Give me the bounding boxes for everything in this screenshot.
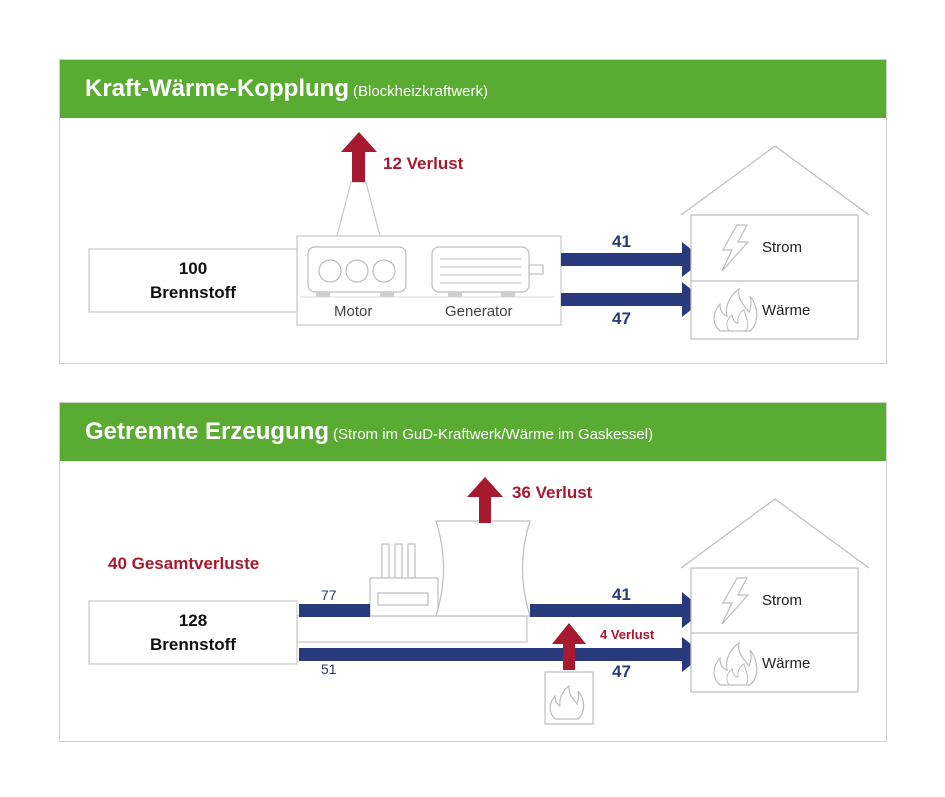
generator-label: Generator — [445, 303, 513, 320]
panel-separate: Getrennte Erzeugung(Strom im GuD-Kraftwe… — [59, 402, 887, 742]
sep-fuel-text: Brennstoff — [150, 635, 236, 654]
flame-icon — [713, 287, 758, 332]
kwk-strom-value: 41 — [612, 232, 631, 251]
sep-fuel-box — [88, 600, 298, 665]
panel-separate-title: Getrennte Erzeugung(Strom im GuD-Kraftwe… — [85, 403, 653, 461]
sep-input-waerme-value: 51 — [321, 661, 337, 677]
sep-input-strom-arrow — [299, 604, 370, 617]
panel-kwk-title-main: Kraft-Wärme-Kopplung — [85, 75, 349, 102]
kwk-fuel-value: 100 — [178, 259, 208, 278]
sep-plant-loss-arrow — [467, 477, 503, 523]
panel-separate-header: Getrennte Erzeugung(Strom im GuD-Kraftwe… — [60, 403, 886, 461]
sep-house — [680, 498, 870, 693]
factory-icon — [369, 543, 439, 617]
sep-input-strom-value: 77 — [321, 587, 337, 603]
sep-flame-icon — [713, 641, 758, 686]
sep-total-loss-label: 40 Gesamtverluste — [108, 554, 260, 573]
sep-waerme-value: 47 — [612, 662, 631, 681]
sep-strom-label: Strom — [762, 592, 803, 609]
separate-diagram — [88, 477, 870, 725]
kwk-diagram — [88, 132, 870, 340]
kwk-exhaust-cone — [336, 181, 381, 237]
sep-waerme-label: Wärme — [762, 655, 811, 672]
sep-strom-value: 41 — [612, 585, 631, 604]
panel-kwk-title-sub: (Blockheizkraftwerk) — [352, 83, 489, 100]
panel-kwk: Kraft-Wärme-Kopplung(Blockheizkraftwerk) — [59, 59, 887, 364]
kwk-strom-arrow — [561, 242, 704, 277]
sep-fuel-value: 128 — [178, 611, 208, 630]
sep-lightning-icon — [721, 577, 750, 625]
boiler-flame-icon — [549, 684, 585, 720]
sep-bottom-band — [296, 615, 528, 643]
kwk-waerme-arrow — [561, 282, 704, 317]
kwk-waerme-value: 47 — [612, 309, 631, 328]
panel-kwk-header: Kraft-Wärme-Kopplung(Blockheizkraftwerk) — [60, 60, 886, 118]
panel-separate-title-sub: (Strom im GuD-Kraftwerk/Wärme im Gaskess… — [333, 426, 654, 443]
kwk-strom-label: Strom — [762, 239, 803, 256]
kwk-loss-label: 12 Verlust — [383, 154, 464, 173]
lightning-icon — [721, 224, 750, 272]
kwk-loss-arrow — [341, 132, 377, 182]
sep-plant-loss-label: 36 Verlust — [512, 483, 593, 502]
sep-fuel-label: 128 Brennstoff — [89, 609, 297, 657]
panel-kwk-title: Kraft-Wärme-Kopplung(Blockheizkraftwerk) — [85, 60, 488, 118]
kwk-waerme-label: Wärme — [762, 302, 811, 319]
cooling-tower-icon — [435, 520, 531, 617]
sep-boiler-loss-label: 4 Verlust — [600, 627, 655, 642]
panel-separate-title-main: Getrennte Erzeugung — [85, 418, 330, 445]
kwk-fuel-text: Brennstoff — [150, 283, 236, 302]
motor-label: Motor — [334, 303, 373, 320]
motor-icon — [300, 246, 555, 298]
kwk-fuel-label: 100 Brennstoff — [89, 257, 297, 305]
sep-boiler-loss-arrow — [552, 623, 586, 670]
generator-icon — [431, 246, 544, 297]
